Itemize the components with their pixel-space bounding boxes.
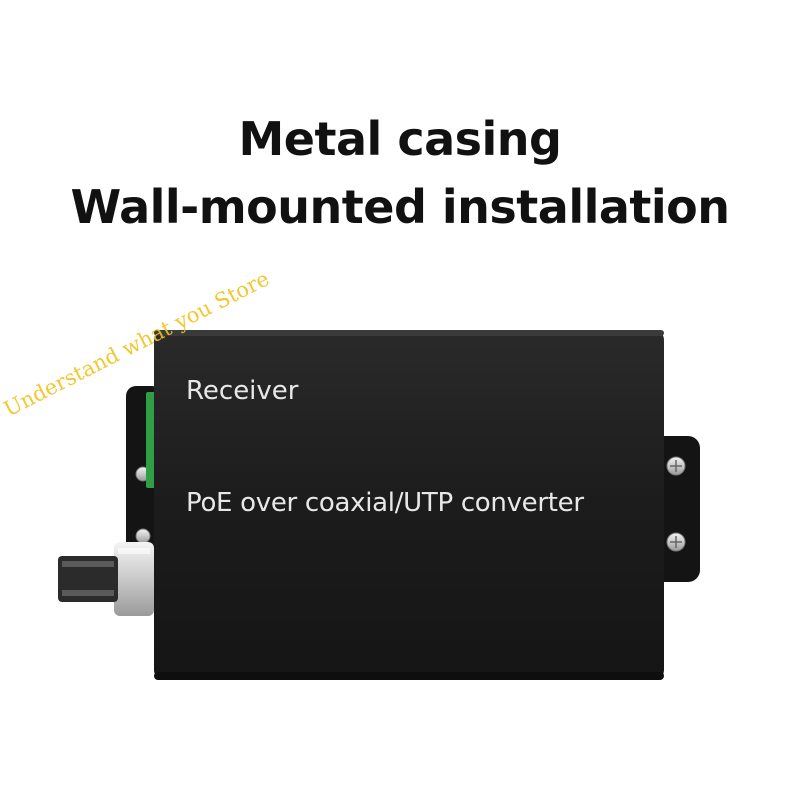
headline-line-1: Metal casing <box>238 112 562 166</box>
metal-housing <box>154 330 664 680</box>
left-bracket-screw-bottom <box>135 528 151 544</box>
headline-line-2: Wall-mounted installation <box>70 180 730 234</box>
bnc-connector <box>58 542 154 616</box>
receiver-label: Receiver <box>186 376 299 406</box>
product-label: PoE over coaxial/UTP converter <box>186 488 584 518</box>
